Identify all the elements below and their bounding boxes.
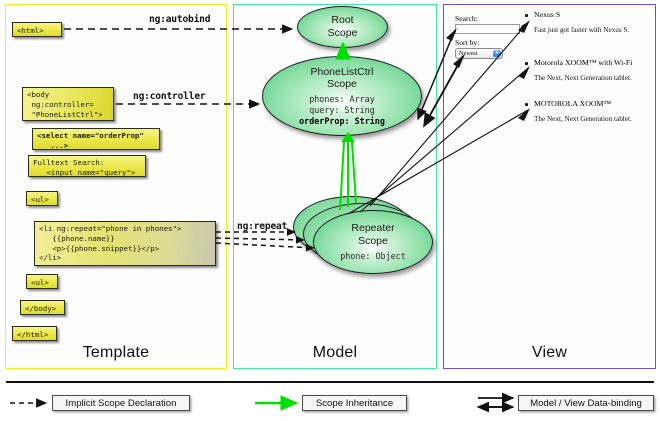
phone-name: MOTOROLA XOOM™ (534, 99, 612, 108)
view-search-label: Search: (455, 14, 478, 23)
code-box-body-open: <body ng:controller= "PhoneListCtrl"> (22, 87, 114, 121)
code-box-body-close: </body> (20, 300, 65, 315)
phone-name: Motorola XOOM™ with Wi-Fi (534, 58, 633, 67)
panel-label-view: View (531, 344, 568, 361)
phone-list-item-0: Nexus S Fast just got faster with Nexus … (525, 10, 629, 34)
phone-snippet: The Next, Next Generation tablet. (534, 74, 632, 82)
legend-arrow-databinding (476, 392, 515, 413)
legend-item-implicit-scope-declaration: Implicit Scope Declaration (52, 395, 190, 411)
edge-label-ng-autobind: ng:autobind (149, 14, 211, 25)
bullet-icon (525, 103, 528, 106)
phone-name: Nexus S (534, 10, 561, 19)
edge-label-ng-repeat: ng:repeat (237, 221, 288, 232)
view-sort-label: Sort by: (455, 38, 480, 47)
panel-label-template: Template (82, 344, 150, 361)
code-box-select: <select name="orderProp" ...> (32, 128, 160, 150)
code-box-fulltext-search: Fulltext Search: <input name="query"> (28, 155, 146, 177)
phone-snippet: Fast just got faster with Nexus S. (534, 26, 630, 34)
sort-select-value: Newest (459, 50, 478, 57)
panel-label-model: Model (312, 344, 358, 361)
phone-list-item-2: MOTOROLA XOOM™ The Next, Next Generation… (525, 99, 632, 123)
phone-list-item-1: Motorola XOOM™ with Wi-Fi The Next, Next… (525, 58, 632, 82)
sort-select[interactable]: Newest ▾ (455, 48, 503, 59)
bullet-icon (525, 14, 528, 17)
code-box-html-close: </html> (12, 326, 57, 341)
scope-phonelistctrl-props: phones: Array query: String orderProp: S… (299, 94, 385, 126)
edge-label-ng-controller: ng:controller (133, 91, 206, 102)
legend-item-model-view-data-binding: Model / View Data-binding (518, 395, 654, 411)
search-input[interactable] (455, 24, 520, 34)
scope-repeater-props: phone: Object (340, 250, 406, 261)
legend-divider (6, 381, 654, 383)
code-box-li-repeat: <li ng:repeat="phone in phones"> {{phone… (34, 221, 216, 266)
code-box-ul-open: <ul> (26, 191, 58, 206)
legend-item-scope-inheritance: Scope Inheritance (302, 395, 407, 411)
bullet-icon (525, 62, 528, 65)
code-box-html-open: <html> (12, 22, 62, 37)
chevron-down-icon[interactable]: ▾ (493, 50, 501, 57)
code-box-ul-close: <ul> (26, 274, 58, 289)
phone-snippet: The Next, Next Generation tablet. (534, 115, 632, 123)
